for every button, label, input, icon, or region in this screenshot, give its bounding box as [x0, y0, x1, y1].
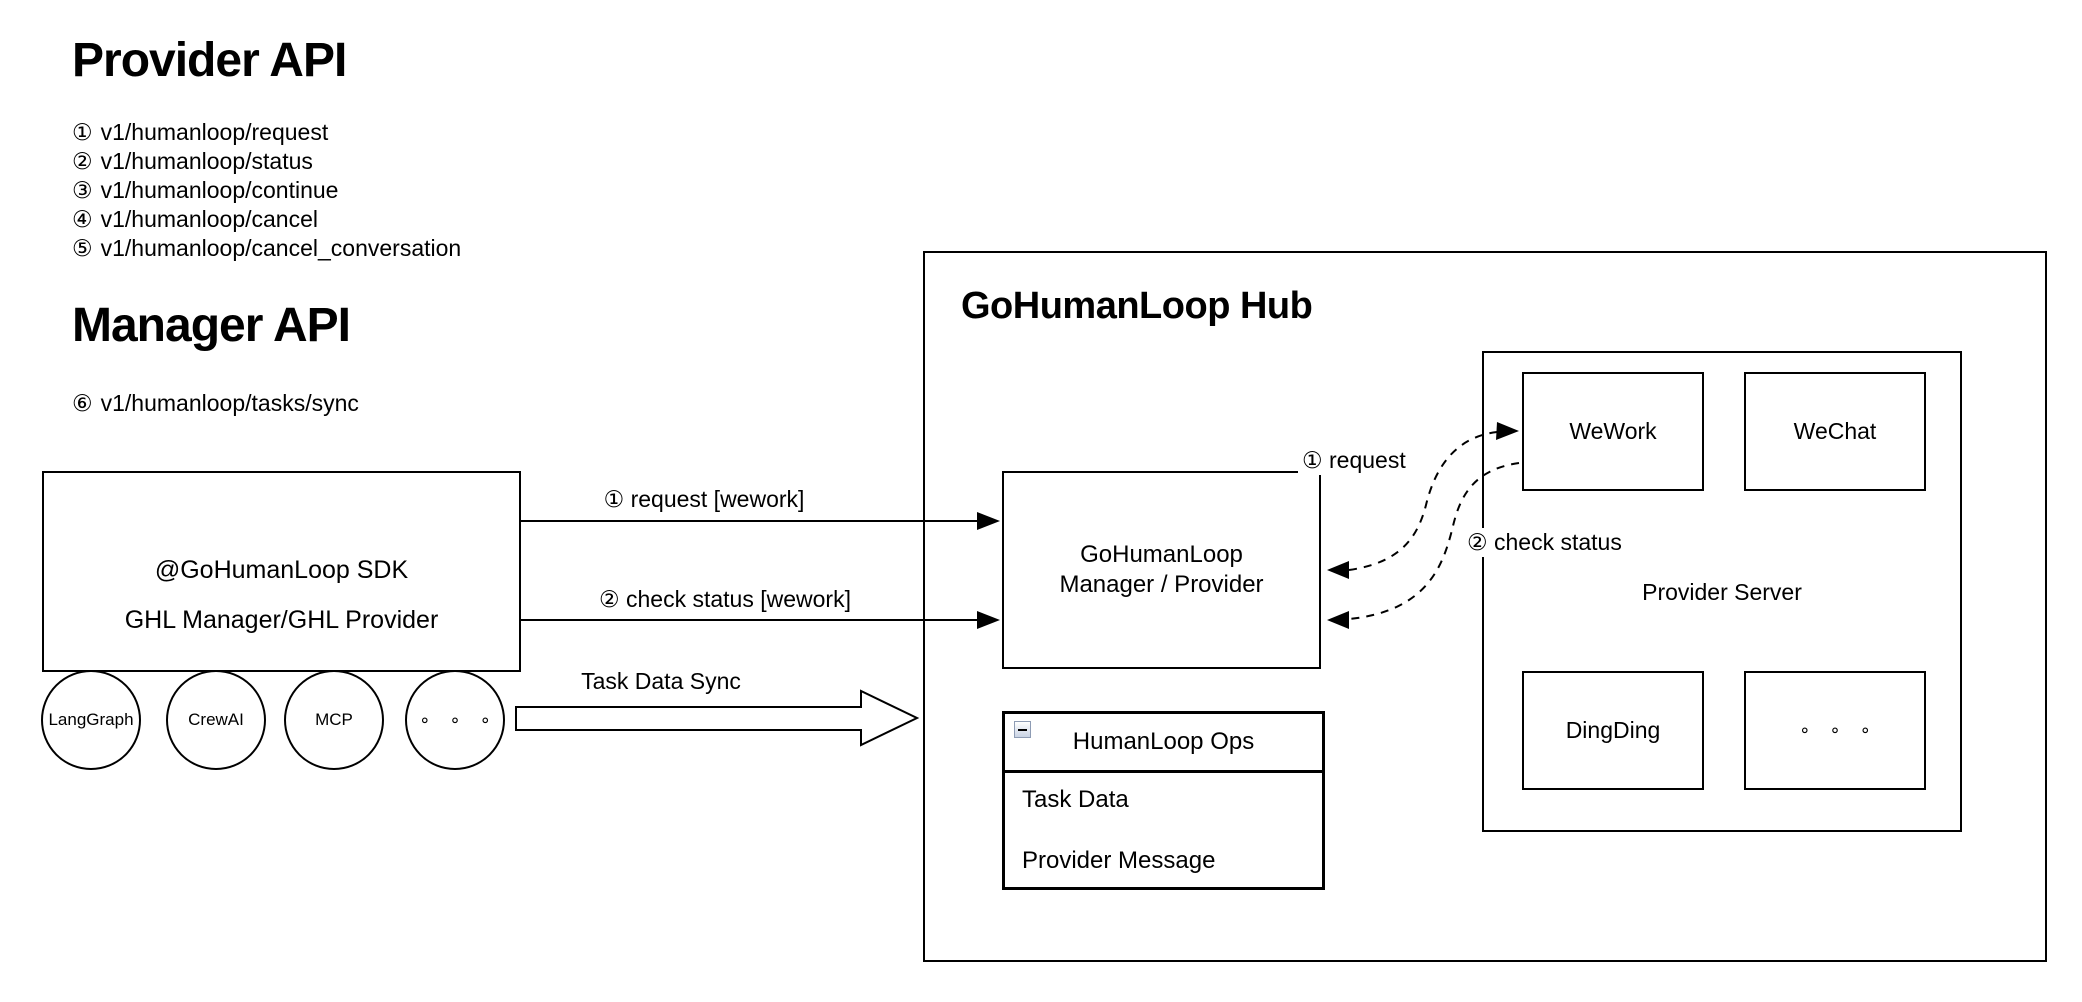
- ops-row-task-data: Task Data: [1022, 786, 1129, 813]
- framework-circle-crewai: CrewAI: [166, 670, 266, 770]
- ops-table-header: HumanLoop Ops: [1005, 714, 1322, 773]
- provider-wechat-box: WeChat: [1744, 372, 1926, 491]
- hub-manager-provider-box: GoHumanLoop Manager / Provider: [1002, 471, 1321, 669]
- provider-dingding-box: DingDing: [1522, 671, 1704, 790]
- ops-table-title: HumanLoop Ops: [1072, 728, 1255, 755]
- label-hub-request: ① request: [1298, 446, 1410, 475]
- label-hub-check-status: ② check status: [1463, 528, 1626, 557]
- framework-circle-langgraph: LangGraph: [41, 670, 141, 770]
- framework-circle-mcp: MCP: [284, 670, 384, 770]
- provider-wework-box: WeWork: [1522, 372, 1704, 491]
- hub-manager-line1: GoHumanLoop: [1080, 541, 1243, 568]
- sdk-box-line1: @GoHumanLoop SDK: [154, 556, 409, 584]
- label-check-status-wework: ② check status [wework]: [571, 585, 879, 614]
- hub-manager-line2: Manager / Provider: [1059, 571, 1264, 598]
- provider-server-title: Provider Server: [1642, 579, 1802, 605]
- label-task-data-sync: Task Data Sync: [547, 667, 775, 696]
- provider-others-box: ∘ ∘ ∘: [1744, 671, 1926, 790]
- hub-title: GoHumanLoop Hub: [961, 285, 1313, 327]
- ellipsis-dots: ∘ ∘ ∘: [419, 709, 498, 730]
- humanloop-ops-table: HumanLoop Ops Task Data Provider Message: [1002, 711, 1325, 890]
- sdk-box-line2: GHL Manager/GHL Provider: [124, 606, 439, 634]
- manager-api-title: Manager API: [72, 299, 351, 352]
- framework-circle-others: ∘ ∘ ∘: [405, 670, 505, 770]
- sdk-box: @GoHumanLoop SDK GHL Manager/GHL Provide…: [42, 471, 521, 672]
- collapse-minus-icon: [1014, 721, 1031, 738]
- provider-api-title: Provider API: [72, 34, 347, 87]
- ops-row-provider-message: Provider Message: [1022, 847, 1216, 874]
- arrow-task-data-sync: [515, 689, 920, 747]
- ellipsis-dots: ∘ ∘ ∘: [1799, 720, 1878, 740]
- label-request-wework: ① request [wework]: [560, 485, 848, 514]
